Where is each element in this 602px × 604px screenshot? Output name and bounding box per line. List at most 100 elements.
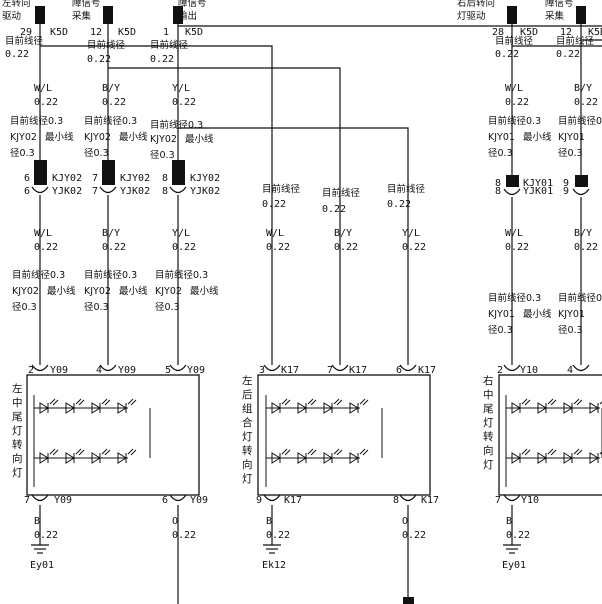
led-icon — [65, 398, 85, 414]
mid-connector-block — [34, 160, 47, 185]
lamp-title-mid: 左 后 组 合 灯 转 向 灯 — [242, 374, 253, 485]
note-cur-wire: 目前线径0.3 — [10, 115, 63, 127]
led-icon — [563, 398, 583, 414]
lamp-code: Y09 — [54, 495, 72, 506]
wire-size: 0.22 — [172, 530, 196, 541]
lamp-pin-num: 4 — [96, 365, 102, 376]
lamp-terminal-arc — [331, 364, 349, 372]
svg-text:向: 向 — [483, 444, 494, 457]
led-icon — [117, 448, 137, 464]
terminal-arc — [99, 186, 117, 194]
top-connector-block — [576, 6, 586, 24]
note-min2: 径0.3 — [558, 147, 583, 159]
wire-size: 0.22 — [334, 242, 358, 253]
svg-text:组: 组 — [242, 402, 253, 415]
mid-conn-code: YJK02 — [190, 186, 220, 197]
lamp-code: K17 — [281, 365, 299, 376]
led-icon — [537, 398, 557, 414]
wire-code: B/Y — [102, 83, 120, 94]
note-min: 最小线 — [523, 308, 552, 320]
svg-text:灯: 灯 — [12, 467, 23, 479]
mid-connector-block — [102, 160, 115, 185]
wire-code: B/Y — [574, 83, 592, 94]
top-connector-block — [103, 6, 113, 24]
lamp-code: K17 — [284, 495, 302, 506]
led-icon — [117, 398, 137, 414]
lamp-code: Y10 — [521, 495, 539, 506]
lamp-pin-num: 4 — [567, 365, 573, 376]
top-pin-code: K5D — [185, 27, 203, 38]
lamp-pin-num: 8 — [393, 495, 399, 506]
lamp-pin-num: 7 — [327, 365, 333, 376]
lamp-bottom-arc — [31, 494, 49, 502]
mid-pin-num: 6 — [24, 186, 30, 197]
mid-pin-num: 6 — [24, 173, 30, 184]
note-min: 最小线 — [523, 131, 552, 143]
svg-text:灯: 灯 — [12, 425, 23, 437]
note-min: 最小线 — [119, 131, 148, 143]
ground-label: Ek12 — [262, 560, 286, 571]
wire-code: B/Y — [574, 228, 592, 239]
top-pin-num: 1 — [163, 27, 169, 38]
lamp-title-left: 左 中 尾 灯 转 向 灯 — [12, 382, 23, 479]
note-conn: KJY02 — [84, 132, 111, 143]
led-icon — [589, 401, 602, 414]
note-min2: 径0.3 — [150, 149, 175, 161]
lamp-bottom-arc — [263, 494, 281, 502]
note-min2: 径0.3 — [84, 301, 109, 313]
wire-size: 0.22 — [322, 204, 346, 215]
top-pin-num: 28 — [492, 27, 504, 38]
note-conn: KJY01 — [488, 309, 515, 320]
note-min: 最小线 — [47, 285, 76, 297]
led-icon — [349, 398, 369, 414]
svg-text:尾: 尾 — [12, 411, 23, 423]
note-cur-wire: 目前线径0.3 — [558, 292, 602, 304]
note-conn: KJY01 — [558, 309, 585, 320]
cur-wire-label: 目前线径 — [556, 35, 595, 47]
led-icon — [511, 398, 531, 414]
ground-icon — [503, 544, 521, 554]
wire-code: W/L — [34, 83, 52, 94]
lamp-bottom-arc — [169, 494, 187, 502]
lamp-pin-num: 2 — [497, 365, 503, 376]
wire-code: W/L — [34, 228, 52, 239]
lamp-title-right: 右 中 尾 灯 转 向 灯 — [483, 374, 494, 471]
lamp-code: Y09 — [187, 365, 205, 376]
wire-size: 0.22 — [402, 530, 426, 541]
wire-code: O — [172, 516, 178, 527]
mid-connector-block — [172, 160, 185, 185]
mid-pin-num: 7 — [92, 173, 98, 184]
note-conn: KJY02 — [12, 286, 39, 297]
lamp-code: Y10 — [520, 365, 538, 376]
lamp-box-left — [26, 374, 200, 496]
wire-code: W/L — [505, 83, 523, 94]
note-cur-wire: 目前线径0.3 — [150, 119, 203, 131]
ground-icon — [31, 544, 49, 554]
mid-pin-num: 9 — [563, 186, 569, 197]
cur-wire-label: 目前线径 — [495, 35, 534, 47]
wire-size: 0.22 — [172, 97, 196, 108]
note-cur-wire: 目前线径0.3 — [84, 269, 137, 281]
note-min: 最小线 — [45, 131, 74, 143]
lamp-code: Y09 — [50, 365, 68, 376]
lamp-code: Y09 — [190, 495, 208, 506]
svg-text:灯: 灯 — [242, 473, 253, 485]
lamp-terminal-arc — [169, 364, 187, 372]
led-icon — [65, 448, 85, 464]
terminal-arc — [503, 188, 521, 196]
note-cur-wire: 目前线径0.3 — [558, 115, 602, 127]
led-icon — [297, 448, 317, 464]
led-icon — [39, 448, 59, 464]
lamp-pin-num: 5 — [165, 365, 171, 376]
svg-text:转: 转 — [483, 430, 494, 443]
label-fault-collect-2: 采集 — [72, 10, 92, 22]
terminal-arc — [572, 188, 590, 196]
note-conn: KJY02 — [10, 132, 37, 143]
mid-connector-block — [506, 175, 519, 187]
mid-conn-code: YJK02 — [52, 186, 82, 197]
terminal-arc — [31, 186, 49, 194]
lamp-terminal-arc — [399, 364, 417, 372]
note-cur-wire: 目前线径0.3 — [155, 269, 208, 281]
wire-size: 0.22 — [34, 97, 58, 108]
note-min2: 径0.3 — [488, 147, 513, 159]
